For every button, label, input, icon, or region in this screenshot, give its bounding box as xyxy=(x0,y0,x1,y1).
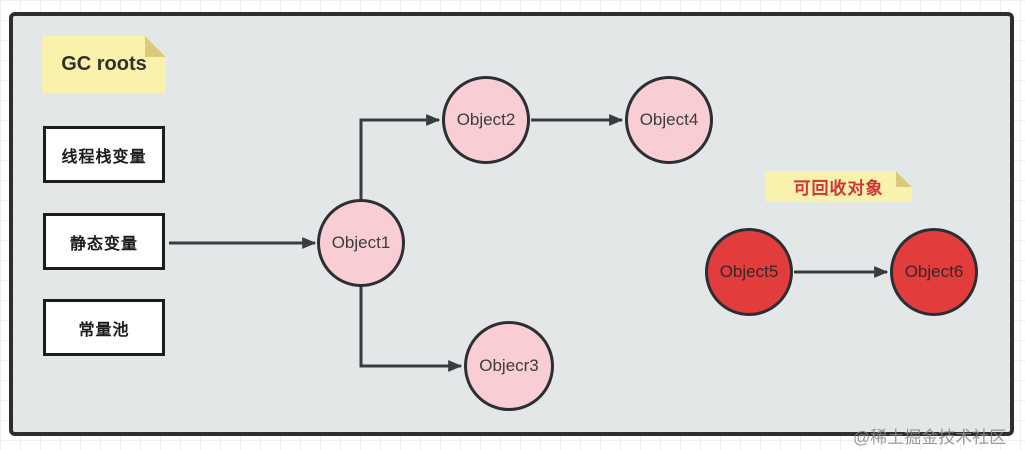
node-object1: Object1 xyxy=(317,199,405,287)
note-recyclable-label: 可回收对象 xyxy=(793,179,884,198)
node-label: Object5 xyxy=(719,262,779,281)
root-box-label: 线程栈变量 xyxy=(61,148,147,166)
node-objecr3: Objecr3 xyxy=(464,321,554,411)
note-gc-roots: GC roots xyxy=(42,36,166,93)
root-box-constant-pool: 常量池 xyxy=(43,299,165,356)
note-recyclable-objects: 可回收对象 xyxy=(765,171,912,202)
node-label: Object6 xyxy=(904,262,964,281)
node-label: Object4 xyxy=(639,110,699,129)
node-label: Object2 xyxy=(456,110,516,129)
note-gc-roots-label: GC roots xyxy=(61,53,147,75)
node-object2: Object2 xyxy=(442,76,530,164)
node-label: Objecr3 xyxy=(479,356,539,375)
node-object6: Object6 xyxy=(890,228,978,316)
node-object4: Object4 xyxy=(625,76,713,164)
root-box-label: 静态变量 xyxy=(69,235,138,253)
watermark: @稀土掘金技术社区 xyxy=(853,428,1007,447)
node-label: Object1 xyxy=(331,233,391,252)
node-object5: Object5 xyxy=(705,228,793,316)
root-box-static-variables: 静态变量 xyxy=(43,213,165,270)
root-box-label: 常量池 xyxy=(78,321,130,339)
root-box-thread-stack-variables: 线程栈变量 xyxy=(43,126,165,183)
